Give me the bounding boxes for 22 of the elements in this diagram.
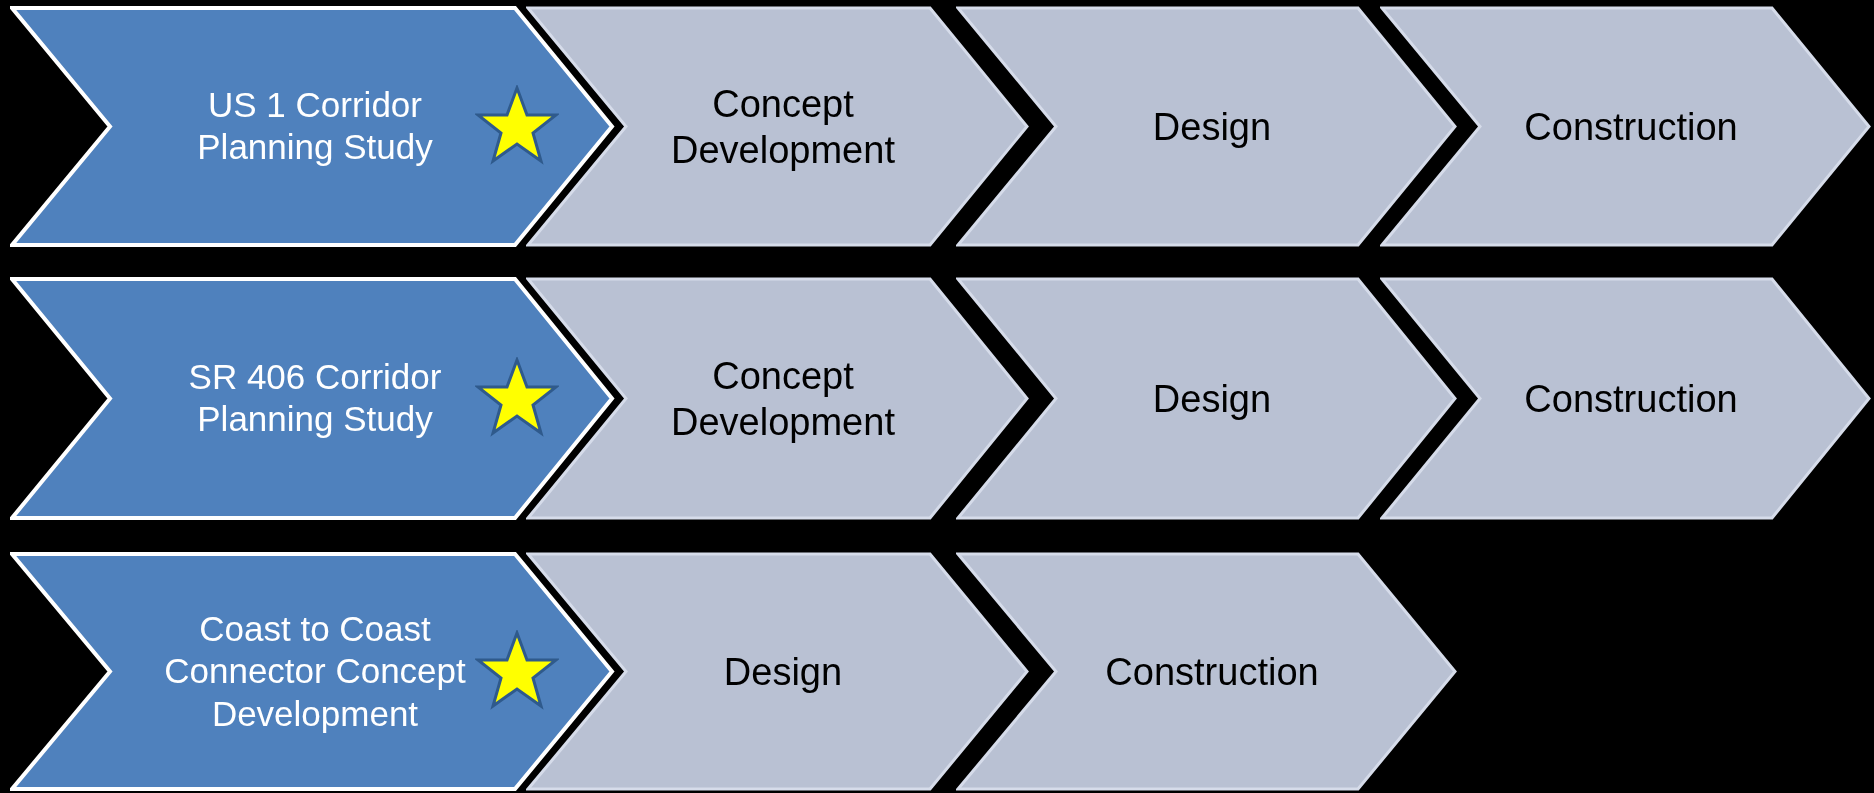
chevron-shape: [526, 6, 1030, 247]
chevron-shape: [10, 277, 615, 520]
chevron-shape: [526, 552, 1030, 791]
step-label: US 1 Corridor Planning Study: [196, 83, 434, 169]
step-label: Concept Development: [670, 81, 896, 173]
chevron-shape: [956, 6, 1458, 247]
step-label: Design: [1151, 104, 1273, 150]
step-label: Design: [722, 649, 844, 695]
step-label: Design: [1151, 376, 1273, 422]
chevron-shape: [1380, 6, 1872, 247]
chevron-shape: [10, 552, 615, 791]
chevron-shape: [10, 6, 615, 247]
step-label: SR 406 Corridor Planning Study: [187, 355, 443, 441]
step-label: Construction: [1104, 649, 1320, 695]
step-label: Coast to Coast Connector Concept Development: [163, 607, 467, 735]
chevron-shape: [956, 277, 1458, 520]
chevron-shape: [1380, 277, 1872, 520]
step-label: Construction: [1523, 376, 1739, 422]
chevron-shape: [956, 552, 1458, 791]
chevron-shape: [526, 277, 1030, 520]
step-label: Concept Development: [670, 353, 896, 445]
step-label: Construction: [1523, 104, 1739, 150]
